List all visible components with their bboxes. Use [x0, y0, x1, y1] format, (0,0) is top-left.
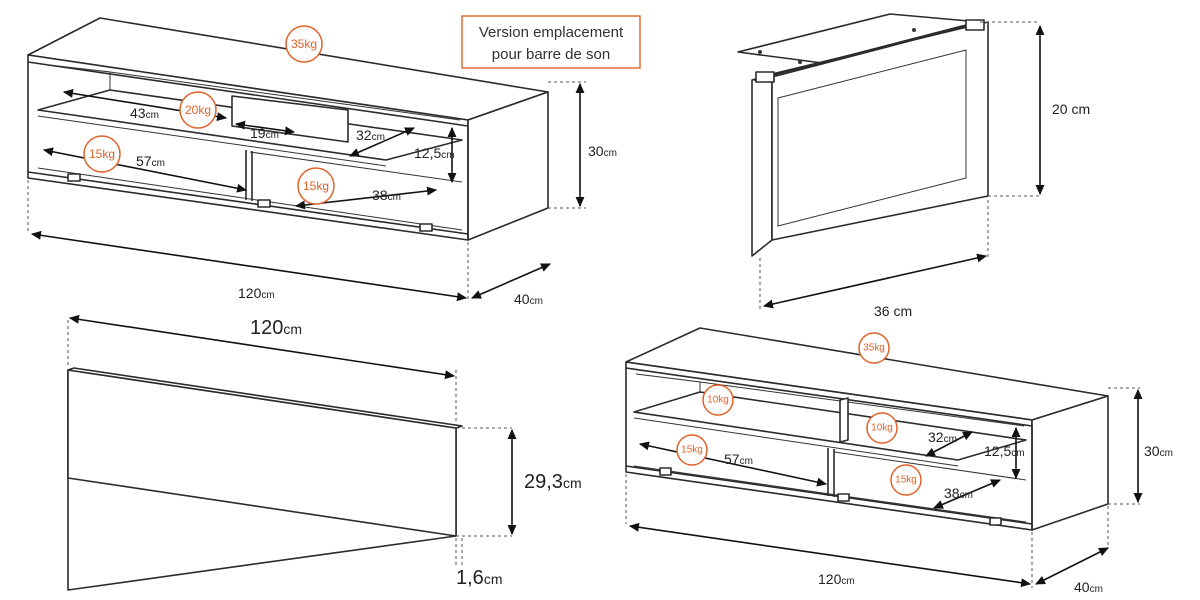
front-panel: 120cm 29,3cm 1,6cm: [67, 314, 582, 591]
top-niche-height-label: 12,5cm: [414, 145, 455, 161]
top-shelf-width-label: 43cm: [130, 105, 159, 121]
load-badge-shelf: 20kg: [179, 91, 217, 129]
bracket-height-label: 20 cm: [1052, 101, 1090, 117]
load-badge-bottom-shelf-left: 10kg: [702, 384, 734, 416]
load-badge-bottom-right: 15kg: [890, 464, 922, 496]
bracket-width-label: 36 cm: [874, 303, 912, 319]
bottom-bottom-depth-label: 38cm: [944, 485, 973, 501]
top-bottom-depth-label: 38cm: [372, 187, 401, 203]
top-depth-label: 40cm: [514, 291, 543, 307]
note-line-2: pour barre de son: [492, 46, 610, 63]
svg-text:35kg: 35kg: [863, 343, 885, 354]
bottom-right-depth-label: 32cm: [928, 429, 957, 445]
bottom-depth-label: 40cm: [1074, 579, 1103, 595]
note-line-1: Version emplacement: [479, 24, 624, 41]
tv-unit-bottom: 32cm 12,5cm 57cm 38cm 30cm 120cm 40cm 35…: [625, 327, 1173, 595]
bottom-height-label: 30cm: [1144, 443, 1173, 459]
svg-text:15kg: 15kg: [895, 475, 917, 486]
load-badge-bottom-shelf-right: 10kg: [866, 412, 898, 444]
load-badge-right-bottom: 15kg: [297, 167, 335, 205]
top-width-label: 120cm: [238, 285, 275, 301]
svg-text:15kg: 15kg: [89, 147, 115, 161]
panel-width-label: 120cm: [250, 317, 302, 339]
load-badge-left-bottom: 15kg: [83, 135, 121, 173]
svg-text:35kg: 35kg: [291, 37, 317, 51]
soundbar-version-note: Version emplacement pour barre de son: [461, 15, 641, 69]
top-gap-label: 19cm: [250, 125, 279, 141]
tv-unit-top: 43cm 19cm 32cm 12,5cm 57cm 38cm 30cm 120…: [27, 17, 617, 307]
svg-text:20kg: 20kg: [185, 103, 211, 117]
top-right-depth-label: 32cm: [356, 127, 385, 143]
bottom-width-label: 120cm: [818, 571, 855, 587]
svg-text:10kg: 10kg: [871, 423, 893, 434]
top-left-depth-label: 57cm: [136, 153, 165, 169]
soundbar-bracket: 20 cm 36 cm: [737, 13, 1090, 319]
load-badge-bottom-left: 15kg: [676, 434, 708, 466]
bottom-niche-height-label: 12,5cm: [984, 443, 1025, 459]
bottom-left-depth-label: 57cm: [724, 451, 753, 467]
svg-text:15kg: 15kg: [681, 445, 703, 456]
load-badge-bottom-top: 35kg: [858, 332, 890, 364]
panel-height-label: 29,3cm: [524, 471, 582, 493]
svg-text:15kg: 15kg: [303, 179, 329, 193]
top-height-label: 30cm: [588, 143, 617, 159]
panel-thickness-label: 1,6cm: [456, 567, 502, 589]
load-badge-top: 35kg: [285, 25, 323, 63]
svg-text:10kg: 10kg: [707, 395, 729, 406]
